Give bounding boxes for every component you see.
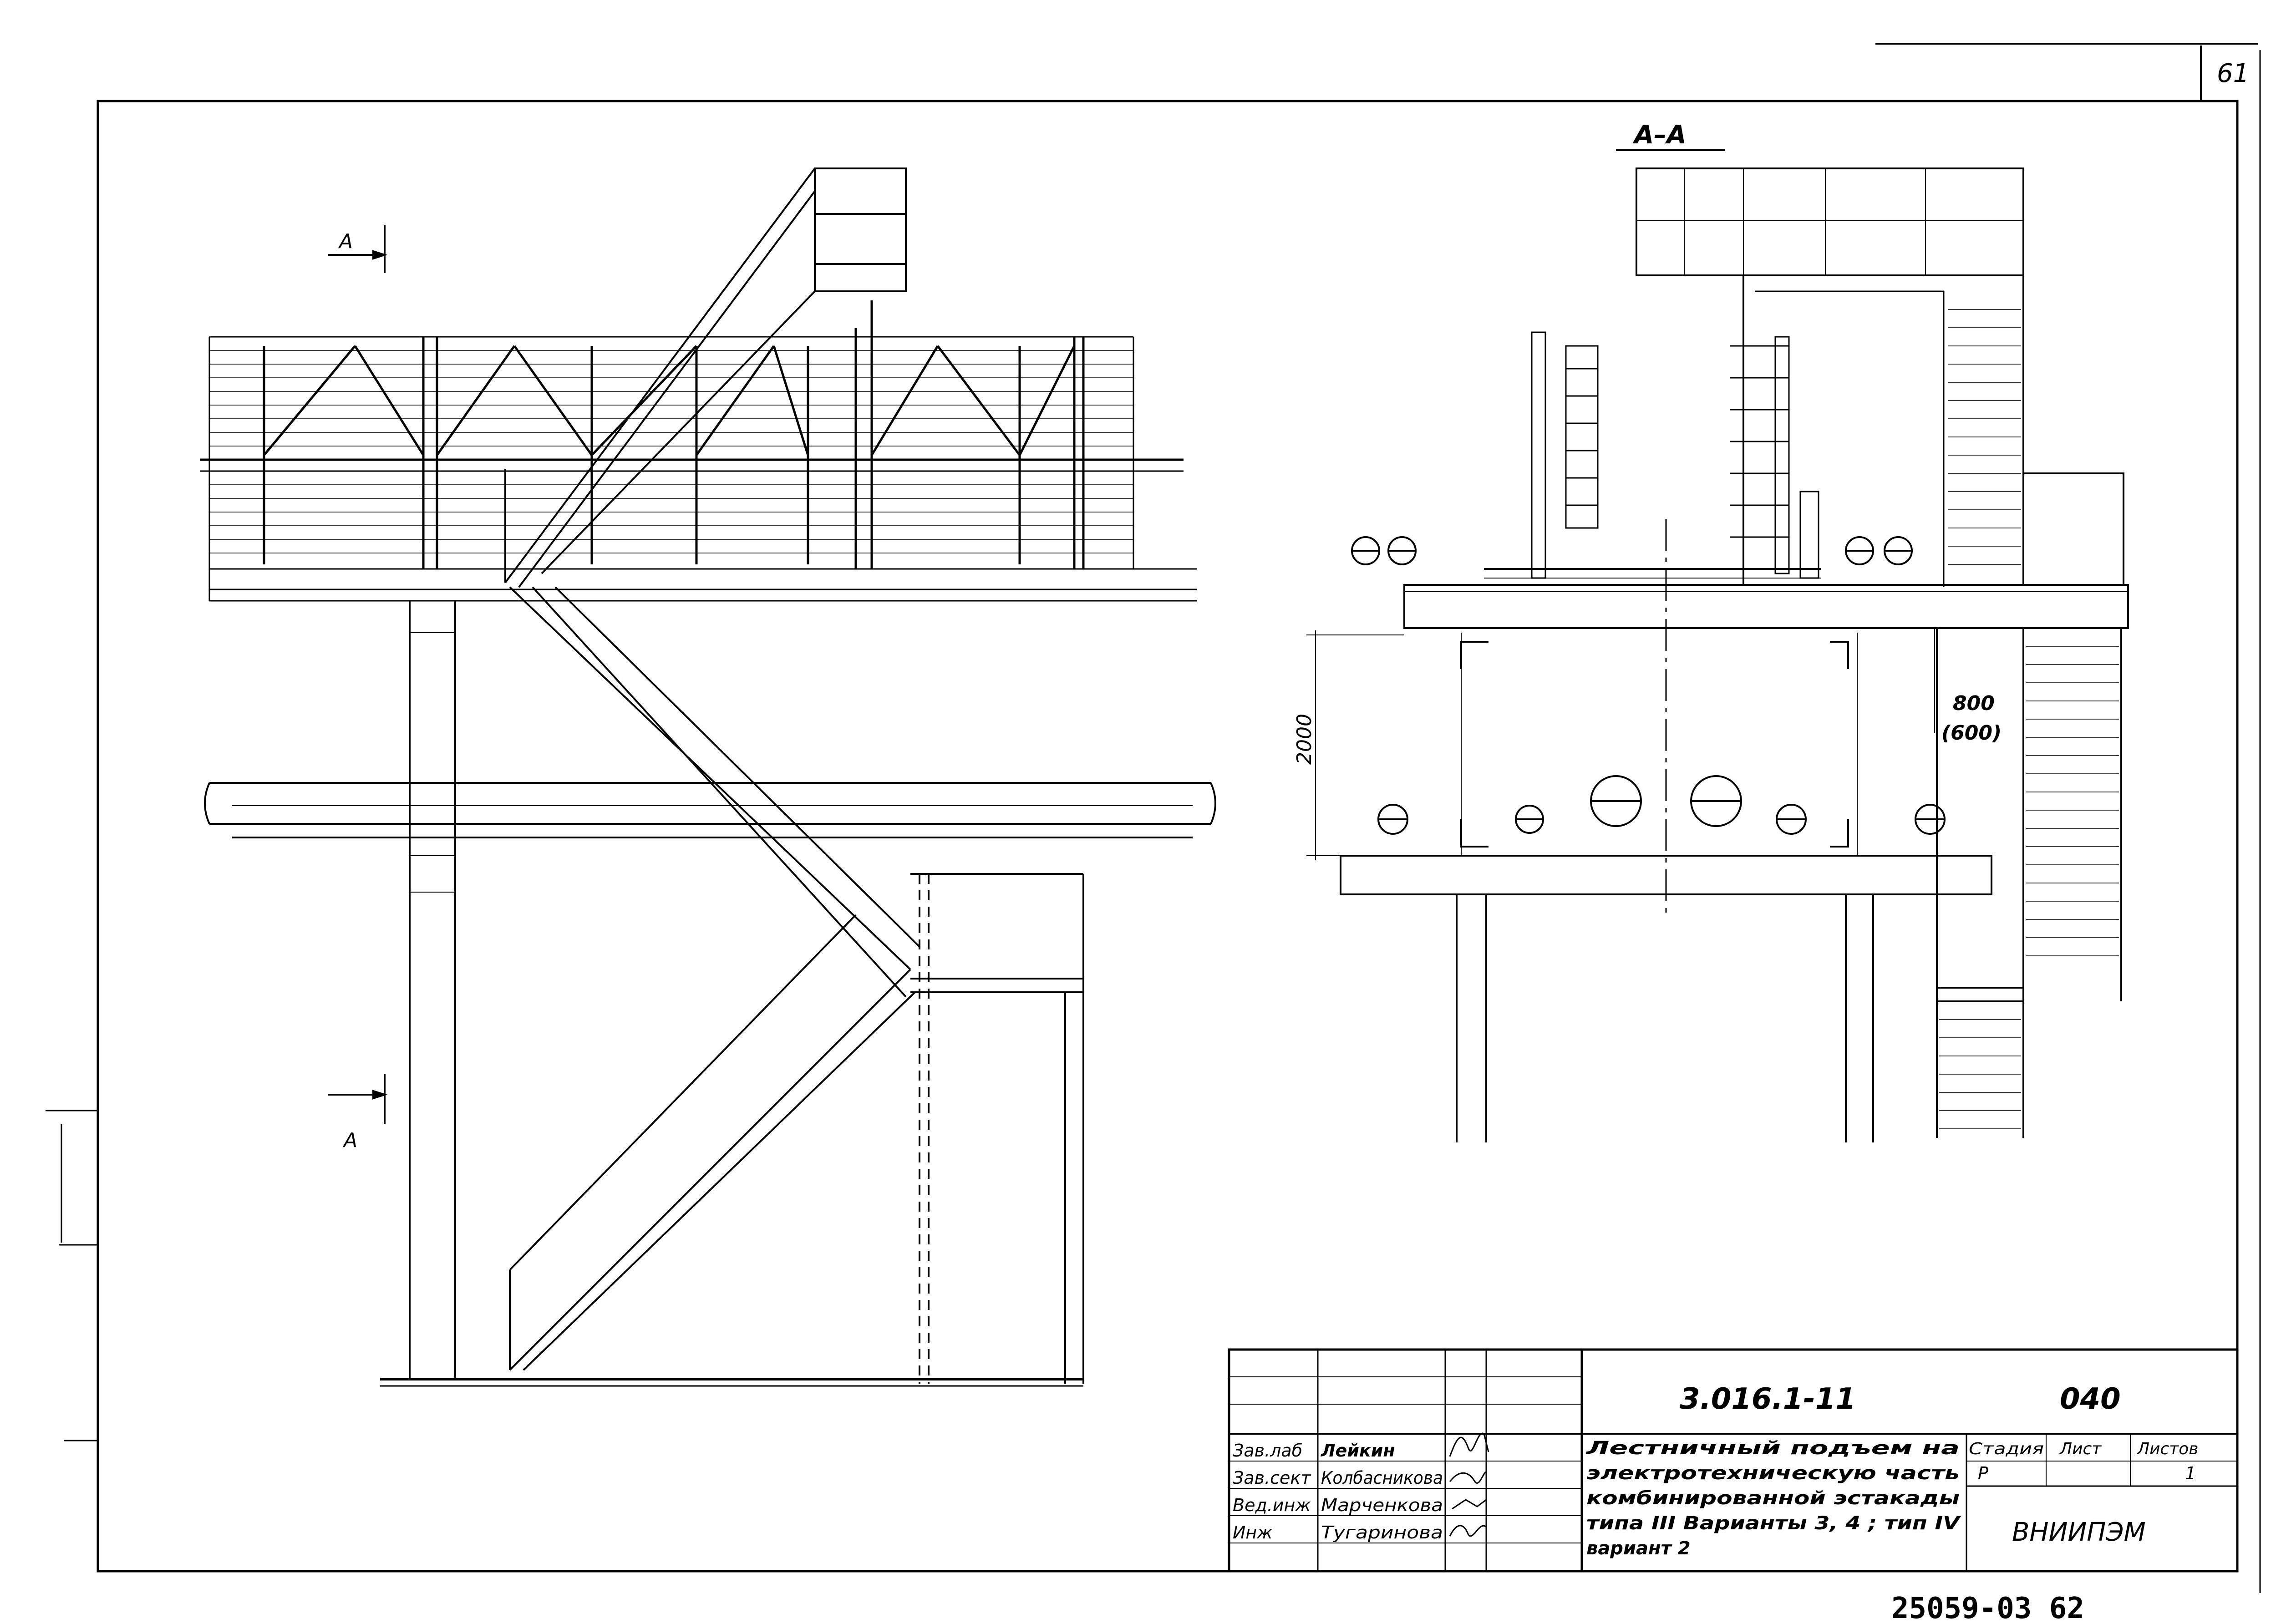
stage-value: Р <box>1978 1463 1988 1483</box>
dimension-width-label: 800 <box>1953 692 1995 715</box>
drawing-title: Лестничный подъем на электротехническую … <box>1585 1438 1961 1559</box>
stair-flight-upper <box>504 167 816 588</box>
section-view <box>1306 167 2129 1142</box>
stage-header: Стадия <box>1969 1440 2044 1458</box>
title-line-5: вариант 2 <box>1586 1538 1691 1559</box>
signatures <box>1449 1432 1489 1537</box>
role-head-lab: Зав.лаб <box>1233 1441 1302 1461</box>
sheets-header: Листов <box>2136 1440 2198 1458</box>
role-head-sector: Зав.сект <box>1233 1468 1311 1488</box>
name-lead-engineer: Марченкова <box>1321 1495 1443 1515</box>
name-head-lab: Лейкин <box>1321 1441 1395 1461</box>
gallery-upper <box>200 336 1197 602</box>
dimension-height-label: 2000 <box>1293 714 1316 765</box>
support-column <box>380 600 1083 1387</box>
title-block <box>1228 1348 2239 1573</box>
gallery-hatching <box>209 350 1133 553</box>
dimension-width-alt-label: (600) <box>1941 721 2002 745</box>
title-line-3: комбинированной эстакады <box>1586 1488 1960 1509</box>
gallery-truss <box>263 300 1085 569</box>
signature-roles: Зав.лаб Лейкин Зав.сект Колбасникова Вед… <box>1233 1441 1443 1543</box>
elevation-view <box>200 167 1216 1387</box>
section-label-top: А <box>338 230 353 253</box>
page-number-top: 61 <box>2217 59 2249 88</box>
name-engineer: Тугаринова <box>1321 1522 1443 1543</box>
title-line-1: Лестничный подъем на <box>1585 1438 1960 1459</box>
name-head-sector: Колбасникова <box>1321 1468 1443 1488</box>
title-line-4: типа III Варианты 3, 4 ; тип IV <box>1586 1513 1961 1534</box>
stair-tower-top <box>814 167 907 292</box>
section-mark-bottom <box>328 1074 388 1124</box>
section-title: А–А <box>1632 120 1687 150</box>
role-engineer: Инж <box>1233 1522 1273 1543</box>
sheets-value: 1 <box>2185 1463 2196 1483</box>
pipeline <box>204 782 1216 838</box>
stair-tower-bottom <box>910 873 1084 1384</box>
section-mark-top <box>328 225 388 273</box>
section-label-bottom: А <box>342 1129 357 1152</box>
bottom-stamp: 25059-03 62 <box>1891 1592 2084 1624</box>
title-line-2: электротехническую часть <box>1586 1463 1960 1484</box>
role-lead-engineer: Вед.инж <box>1233 1495 1311 1515</box>
sheet-header: Лист <box>2059 1440 2102 1458</box>
organization: ВНИИПЭМ <box>2012 1517 2146 1547</box>
stair-flight-lower <box>509 586 920 1371</box>
drawing-number: 040 <box>2060 1382 2121 1416</box>
document-code: 3.016.1-11 <box>1680 1382 1856 1416</box>
